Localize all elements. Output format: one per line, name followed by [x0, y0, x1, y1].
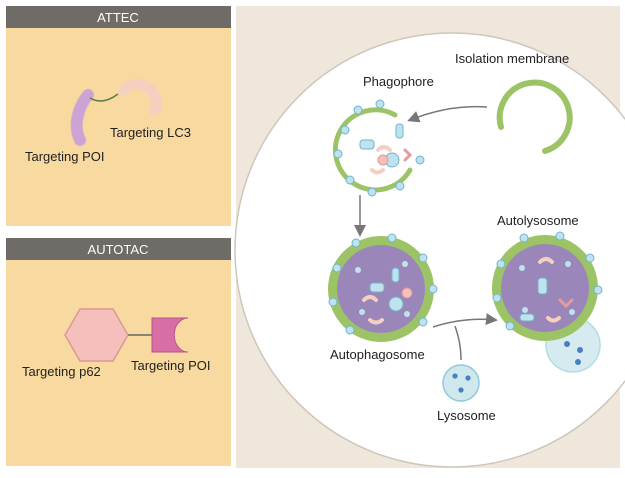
phagophore-ligand: [376, 145, 392, 152]
autolysosome-surface-vesicle: [555, 231, 565, 241]
phagophore: [332, 99, 425, 197]
phagophore-surface-vesicle: [340, 125, 350, 135]
p62-ligand-hexagon: [64, 308, 129, 362]
phagophore-ligand: [370, 168, 385, 175]
autolysosome-inner-dot: [519, 265, 525, 271]
lysosome-dot: [465, 375, 471, 381]
lysosome-dot: [458, 387, 464, 393]
autophagosome-surface-vesicle: [387, 233, 397, 243]
autophagosome-inner-dot: [359, 309, 365, 315]
autolysosome-label: Autolysosome: [497, 213, 579, 228]
phagophore-surface-vesicle: [333, 149, 343, 159]
autophagosome-inner-dot: [402, 261, 408, 267]
autolysosome-surface-vesicle: [585, 253, 595, 263]
poi-target-shape: [151, 317, 189, 353]
poi-ligand-outline: [70, 88, 95, 147]
autotac-label-p62: Targeting p62: [22, 364, 101, 379]
phagophore-surface-vesicle: [415, 155, 425, 165]
autolysosome: [492, 231, 603, 373]
autophagosome-inner-dot: [355, 267, 361, 273]
phagophore-cargo: [395, 123, 404, 139]
autolysosome-inner-dot: [565, 261, 571, 267]
isolation-membrane-shape: [496, 79, 573, 154]
lysosome-dot: [452, 373, 458, 379]
autophagosome-surface-vesicle: [418, 317, 428, 327]
autolysosome-lyso-dot: [577, 347, 583, 353]
phagophore-surface-vesicle: [353, 105, 363, 115]
arrow-lysosome-fusion: [454, 325, 462, 361]
phagophore-label: Phagophore: [363, 74, 434, 89]
autotac-panel: AUTOTAC Targeting p62 Targeting POI: [6, 238, 231, 466]
autolysosome-surface-vesicle: [519, 233, 529, 243]
phagophore-surface-vesicle: [345, 175, 355, 185]
phagophore-surface-vesicle: [395, 181, 405, 191]
autophagosome-label: Autophagosome: [330, 347, 425, 362]
attec-header: [6, 6, 231, 28]
autophagosome-ligand: [368, 318, 384, 325]
autophagosome-cargo: [369, 282, 385, 293]
autolysosome-ligand: [558, 298, 574, 309]
phagophore-ligand: [403, 148, 413, 162]
arrow-to-phagophore: [407, 105, 488, 123]
arrow-to-autolysosome: [432, 313, 498, 328]
autolysosome-ligand: [546, 316, 561, 323]
lysosome-body: [442, 364, 480, 402]
attec-panel: ATTEC Targeting LC3 Targeting POI: [6, 6, 231, 226]
autolysosome-inner-dot: [522, 307, 528, 313]
attec-header-text: ATTEC: [97, 10, 139, 25]
phagophore-hexagon: [377, 154, 389, 166]
attec-label-poi: Targeting POI: [25, 149, 105, 164]
autophagosome-surface-vesicle: [418, 253, 428, 263]
autophagosome-inner-dot: [404, 311, 410, 317]
attec-linker: [89, 93, 119, 102]
autophagosome-surface-vesicle: [428, 284, 438, 294]
isolation-membrane-label: Isolation membrane: [455, 51, 569, 66]
phagophore-surface-vesicle: [375, 99, 385, 109]
autophagosome: [328, 233, 438, 342]
autolysosome-inner-dot: [569, 309, 575, 315]
autophagosome-surface-vesicle: [328, 297, 338, 307]
autophagy-panel: Isolation membrane Phagophore: [234, 6, 625, 468]
autolysosome-cargo: [537, 277, 548, 295]
autophagosome-cargo: [391, 267, 400, 283]
phagophore-membrane: [332, 107, 413, 193]
autolysosome-cargo: [519, 313, 535, 322]
autophagosome-vesicle: [388, 296, 404, 312]
autophagosome-surface-vesicle: [332, 263, 342, 273]
autolysosome-lyso-dot: [564, 341, 570, 347]
lysosome-label: Lysosome: [437, 408, 496, 423]
autophagosome-hexagon: [401, 287, 413, 299]
autolysosome-surface-vesicle: [496, 259, 506, 269]
poi-ligand-shape: [71, 89, 94, 146]
phagophore-cargo: [359, 139, 375, 150]
autophagosome-ligand: [362, 295, 378, 302]
autotac-header-text: AUTOTAC: [88, 242, 149, 257]
autophagosome-surface-vesicle: [345, 325, 355, 335]
cell-boundary: [234, 32, 625, 468]
lc3-ligand-shape: [118, 79, 163, 116]
autotac-label-poi: Targeting POI: [131, 358, 211, 373]
lysosome: [442, 364, 480, 402]
autolysosome-lyso-dot: [575, 359, 581, 365]
autolysosome-ligand: [538, 257, 554, 264]
attec-label-lc3: Targeting LC3: [110, 125, 191, 140]
autolysosome-surface-vesicle: [505, 321, 515, 331]
autolysosome-surface-vesicle: [492, 293, 502, 303]
attec-panel-bg: [6, 6, 231, 226]
phagophore-surface-vesicle: [367, 187, 377, 197]
autolysosome-surface-vesicle: [593, 285, 603, 295]
autophagosome-surface-vesicle: [351, 238, 361, 248]
autotac-header: [6, 238, 231, 260]
